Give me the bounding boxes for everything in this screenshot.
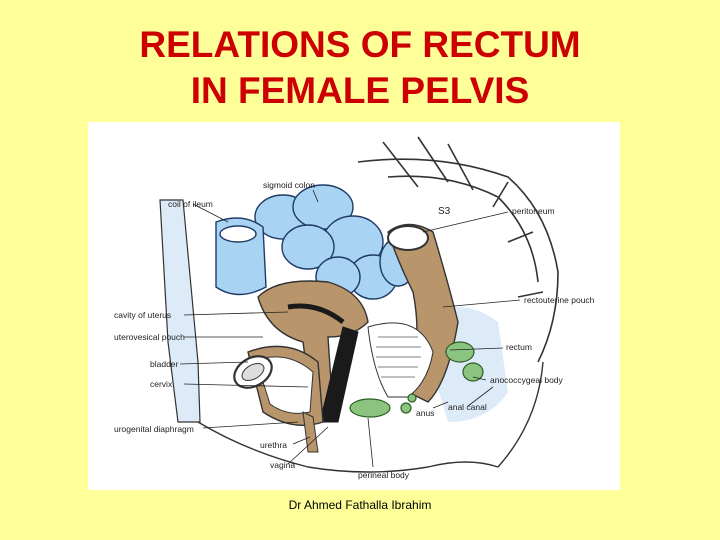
ileum-coil-shape	[215, 217, 267, 296]
label-peritoneum: peritoneum	[512, 206, 555, 216]
perineal-skin-line	[197, 421, 499, 473]
slide-title: RELATIONS OF RECTUM IN FEMALE PELVIS	[0, 22, 720, 114]
uterus-shape	[257, 280, 369, 418]
anatomy-diagram: sigmoid colon coil of ileum S3 peritoneu…	[88, 122, 620, 490]
label-rectum: rectum	[506, 342, 532, 352]
anterior-abdominal-wall	[159, 199, 201, 423]
label-anal-canal: anal canal	[448, 402, 487, 412]
label-urogenital-diaphragm: urogenital diaphragm	[114, 424, 194, 434]
label-cervix: cervix	[150, 379, 173, 389]
label-bladder: bladder	[150, 359, 179, 369]
label-coil-of-ileum: coil of ileum	[168, 199, 213, 209]
label-anococcygeal-body: anococcygeal body	[490, 375, 564, 385]
vagina-shape	[319, 326, 359, 423]
rectum-shape	[367, 223, 459, 403]
label-vagina: vagina	[270, 460, 295, 470]
title-line-2: IN FEMALE PELVIS	[190, 70, 530, 111]
title-line-1: RELATIONS OF RECTUM	[139, 24, 581, 65]
anatomy-diagram-svg: sigmoid colon coil of ileum S3 peritoneu…	[114, 136, 595, 480]
label-urethra: urethra	[260, 440, 287, 450]
label-sigmoid-colon: sigmoid colon	[263, 180, 315, 190]
author-credit: Dr Ahmed Fathalla Ibrahim	[288, 498, 432, 512]
label-s3: S3	[438, 206, 451, 217]
label-anus: anus	[416, 408, 434, 418]
pubic-bone-shape	[233, 355, 273, 389]
posterior-skin-line	[497, 361, 544, 468]
sacrum	[357, 136, 559, 363]
label-cavity-of-uterus: cavity of uterus	[114, 310, 171, 320]
leader-lines	[179, 189, 521, 468]
label-uterovesical-pouch: uterovesical pouch	[114, 332, 185, 342]
label-rectouterine-pouch: rectouterine pouch	[524, 295, 595, 305]
label-perineal-body: perineal body	[358, 470, 410, 480]
perineal-muscles-shape	[349, 341, 484, 418]
